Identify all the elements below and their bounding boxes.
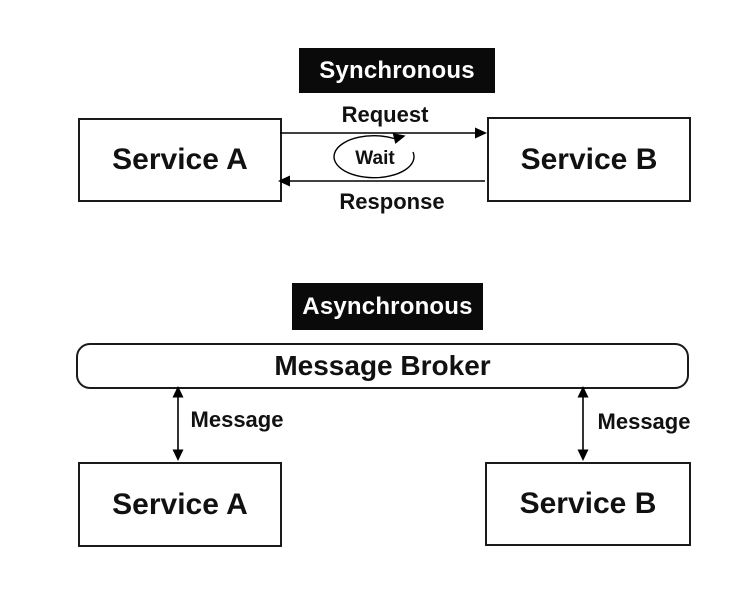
message-arrow-left-icon xyxy=(172,386,184,461)
message-label-right: Message xyxy=(597,409,691,434)
synchronous-title: Synchronous xyxy=(299,48,495,93)
message-label-left: Message xyxy=(190,407,284,432)
request-label: Request xyxy=(341,102,429,127)
message-arrow-right-icon xyxy=(577,386,589,461)
response-label: Response xyxy=(339,189,445,214)
sync-service-b-box: Service B xyxy=(487,117,691,202)
response-arrow-icon xyxy=(278,175,485,187)
asynchronous-title: Asynchronous xyxy=(292,283,483,330)
sync-service-a-box: Service A xyxy=(78,118,282,202)
async-service-b-box: Service B xyxy=(485,462,691,546)
request-arrow-icon xyxy=(280,127,487,139)
message-broker-box: Message Broker xyxy=(76,343,689,389)
wait-label: Wait xyxy=(355,148,395,169)
async-service-a-box: Service A xyxy=(78,462,282,547)
